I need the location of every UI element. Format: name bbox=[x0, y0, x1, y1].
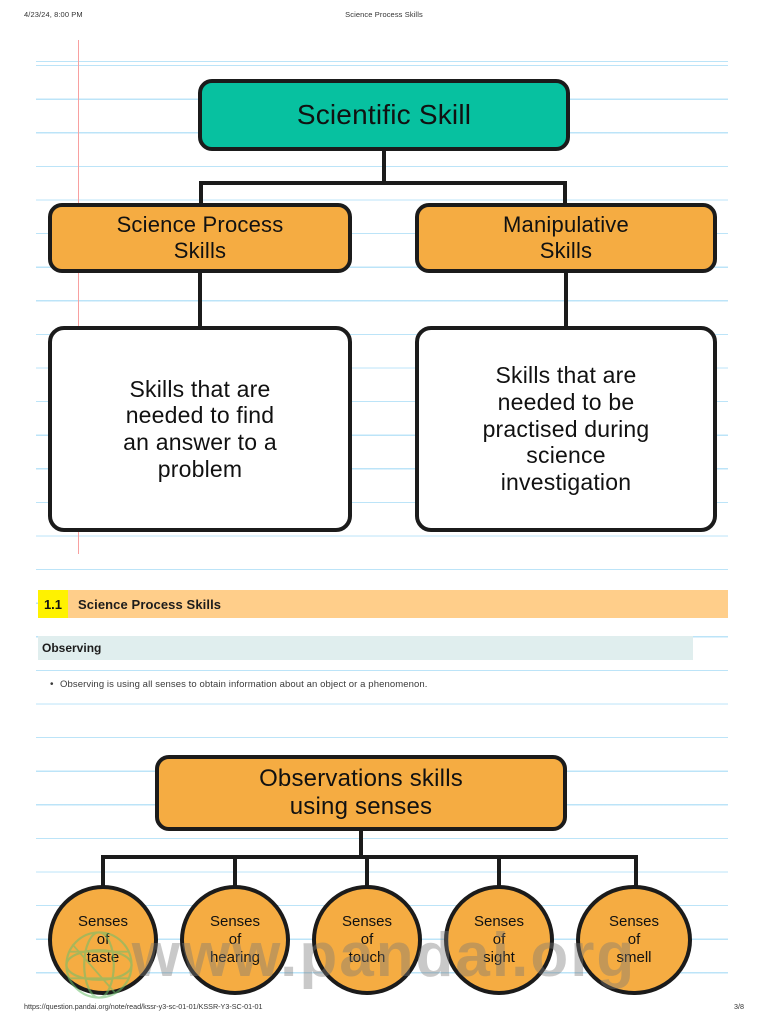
diagram-circle-senses-of-hearing: Senses of hearing bbox=[180, 885, 290, 995]
bullet-text: Observing is using all senses to obtain … bbox=[60, 679, 428, 690]
print-footer: https://question.pandai.org/note/read/ks… bbox=[0, 1002, 768, 1016]
diagram-circle-senses-of-smell: Senses of smell bbox=[576, 885, 692, 995]
subsection-header-bar: Observing bbox=[38, 636, 693, 660]
section-number: 1.1 bbox=[38, 590, 68, 618]
diagram-circle-senses-of-taste: Senses of taste bbox=[48, 885, 158, 995]
diagram-node-manipulative-skills-description: Skills that are needed to be practised d… bbox=[415, 326, 717, 532]
connector-root-bar bbox=[199, 181, 567, 185]
connector-branch-right bbox=[563, 181, 567, 205]
connector-senses-bar bbox=[101, 855, 638, 859]
diagram-circle-senses-of-touch: Senses of touch bbox=[312, 885, 422, 995]
connector-left-desc bbox=[198, 273, 202, 328]
subsection-title: Observing bbox=[42, 641, 102, 655]
diagram-node-science-process-skills-description: Skills that are needed to find an answer… bbox=[48, 326, 352, 532]
section-title: Science Process Skills bbox=[78, 596, 222, 612]
connector-root-stem bbox=[382, 151, 386, 185]
bullet-item-observing: • Observing is using all senses to obtai… bbox=[50, 679, 690, 692]
connector-sense-5 bbox=[634, 855, 638, 891]
print-date: 4/23/24, 8:00 PM bbox=[24, 10, 83, 19]
bullet-dot-icon: • bbox=[50, 679, 54, 690]
print-header: 4/23/24, 8:00 PM Science Process Skills bbox=[0, 10, 768, 24]
diagram-circle-senses-of-sight: Senses of sight bbox=[444, 885, 554, 995]
connector-sense-3 bbox=[365, 855, 369, 891]
diagram-node-observation-skills: Observations skills using senses bbox=[155, 755, 567, 831]
print-url: https://question.pandai.org/note/read/ks… bbox=[24, 1002, 263, 1011]
diagram-node-scientific-skill: Scientific Skill bbox=[198, 79, 570, 151]
diagram-node-science-process-skills: Science Process Skills bbox=[48, 203, 352, 273]
print-page-number: 3/8 bbox=[734, 1002, 744, 1011]
connector-sense-4 bbox=[497, 855, 501, 891]
connector-senses-stem bbox=[359, 831, 363, 858]
diagram-node-manipulative-skills: Manipulative Skills bbox=[415, 203, 717, 273]
connector-sense-2 bbox=[233, 855, 237, 891]
connector-branch-left bbox=[199, 181, 203, 205]
connector-right-desc bbox=[564, 273, 568, 328]
section-header-bar: 1.1 Science Process Skills bbox=[38, 590, 728, 618]
connector-sense-1 bbox=[101, 855, 105, 891]
print-title: Science Process Skills bbox=[345, 10, 423, 19]
